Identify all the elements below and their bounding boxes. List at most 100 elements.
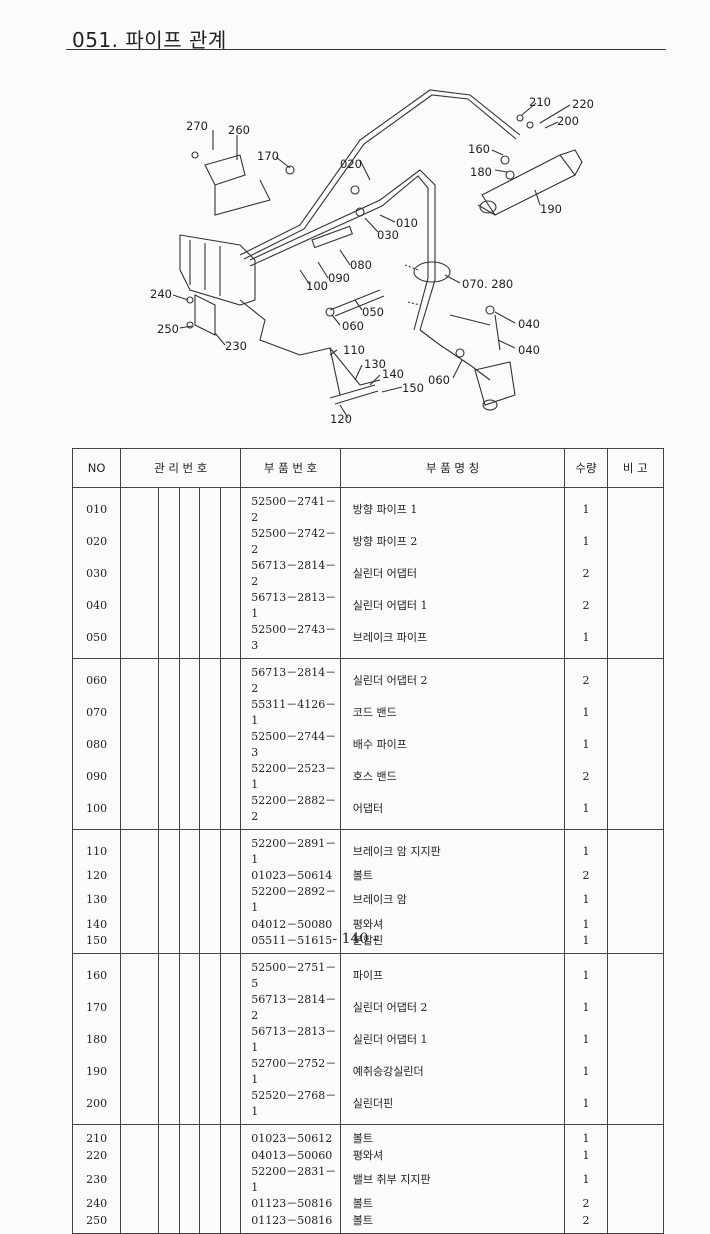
part-number: 52500－2743－3 — [240, 622, 341, 659]
mgmt-cell — [199, 1124, 221, 1148]
part-qty: 1 — [564, 526, 608, 558]
mgmt-cell — [178, 622, 201, 659]
callout-060: 060 — [342, 319, 364, 333]
mgmt-cell — [219, 884, 242, 917]
part-qty: 1 — [564, 1124, 608, 1148]
mgmt-cell — [199, 1088, 221, 1126]
mgmt-cell — [219, 1056, 242, 1089]
part-qty: 1 — [564, 487, 608, 526]
part-no-index: 210 — [71, 1124, 122, 1148]
mgmt-cell — [120, 868, 160, 885]
part-qty: 1 — [564, 1147, 608, 1164]
part-number: 52500－2744－3 — [240, 729, 341, 761]
mgmt-cell — [178, 1056, 201, 1089]
mgmt-cell — [158, 992, 180, 1025]
part-qty: 1 — [564, 992, 608, 1025]
part-name: 볼트 — [339, 868, 566, 885]
mgmt-cell — [219, 622, 242, 659]
mgmt-cell — [178, 1195, 201, 1213]
mgmt-cell — [219, 793, 242, 830]
mgmt-cell — [219, 953, 242, 993]
part-remark — [606, 622, 665, 659]
mgmt-cell — [158, 558, 180, 590]
part-remark — [606, 884, 665, 917]
part-no-index: 180 — [71, 1024, 122, 1057]
mgmt-cell — [219, 1147, 242, 1164]
callout-250: 250 — [157, 322, 179, 336]
part-number: 52200－2831－1 — [240, 1163, 341, 1196]
mgmt-cell — [158, 526, 180, 558]
mgmt-cell — [120, 487, 160, 526]
part-number: 52200－2523－1 — [240, 761, 341, 793]
part-number: 52500－2741－2 — [240, 487, 341, 526]
mgmt-cell — [120, 953, 160, 993]
mgmt-cell — [219, 829, 242, 868]
header-remark: 비 고 — [606, 448, 665, 488]
mgmt-cell — [178, 829, 201, 868]
part-no-index: 150 — [71, 932, 122, 955]
callout-220: 220 — [572, 97, 594, 111]
part-name: 브레이크 암 — [339, 884, 566, 917]
mgmt-cell — [199, 992, 221, 1025]
part-name: 어댑터 — [339, 793, 566, 830]
part-remark — [606, 590, 665, 622]
part-no-index: 220 — [71, 1147, 122, 1164]
part-number: 52200－2891－1 — [240, 829, 341, 868]
callout-170: 170 — [257, 149, 279, 163]
mgmt-cell — [178, 729, 201, 761]
callout-150: 150 — [402, 381, 424, 395]
mgmt-cell — [158, 658, 180, 697]
part-name: 코드 밴드 — [339, 697, 566, 729]
part-remark — [606, 793, 665, 830]
part-number: 56713－2814－2 — [240, 558, 341, 590]
callout-070-280: 070. 280 — [462, 277, 513, 291]
part-number: 52520－2768－1 — [240, 1088, 341, 1126]
part-no-index: 110 — [71, 829, 122, 868]
mgmt-cell — [178, 953, 201, 993]
mgmt-cell — [199, 1147, 221, 1164]
mgmt-cell — [120, 558, 160, 590]
callout-190: 190 — [540, 202, 562, 216]
part-remark — [606, 1195, 665, 1213]
mgmt-cell — [178, 793, 201, 830]
part-name: 방향 파이프 1 — [339, 487, 566, 526]
mgmt-cell — [120, 1212, 160, 1234]
callout-140: 140 — [382, 367, 404, 381]
part-qty: 1 — [564, 829, 608, 868]
part-qty: 2 — [564, 590, 608, 622]
mgmt-cell — [219, 487, 242, 526]
mgmt-cell — [178, 590, 201, 622]
mgmt-cell — [120, 1195, 160, 1213]
header-no: NO — [71, 448, 122, 488]
part-name: 실린더 어댑터 1 — [339, 590, 566, 622]
mgmt-cell — [178, 761, 201, 793]
part-remark — [606, 992, 665, 1025]
mgmt-cell — [219, 868, 242, 885]
mgmt-cell — [178, 1124, 201, 1148]
page-title: 051. 파이프 관계 — [72, 28, 227, 52]
mgmt-cell — [219, 697, 242, 729]
mgmt-cell — [120, 916, 160, 933]
part-qty: 1 — [564, 622, 608, 659]
part-qty: 1 — [564, 1024, 608, 1057]
part-name: 밸브 취부 지지판 — [339, 1163, 566, 1196]
mgmt-cell — [158, 622, 180, 659]
mgmt-cell — [199, 622, 221, 659]
part-no-index: 040 — [71, 590, 122, 622]
part-remark — [606, 1056, 665, 1089]
part-qty: 2 — [564, 761, 608, 793]
callout-040-a: 040 — [518, 317, 540, 331]
callout-160: 160 — [468, 142, 490, 156]
callout-080: 080 — [350, 258, 372, 272]
mgmt-cell — [178, 658, 201, 697]
mgmt-cell — [120, 526, 160, 558]
